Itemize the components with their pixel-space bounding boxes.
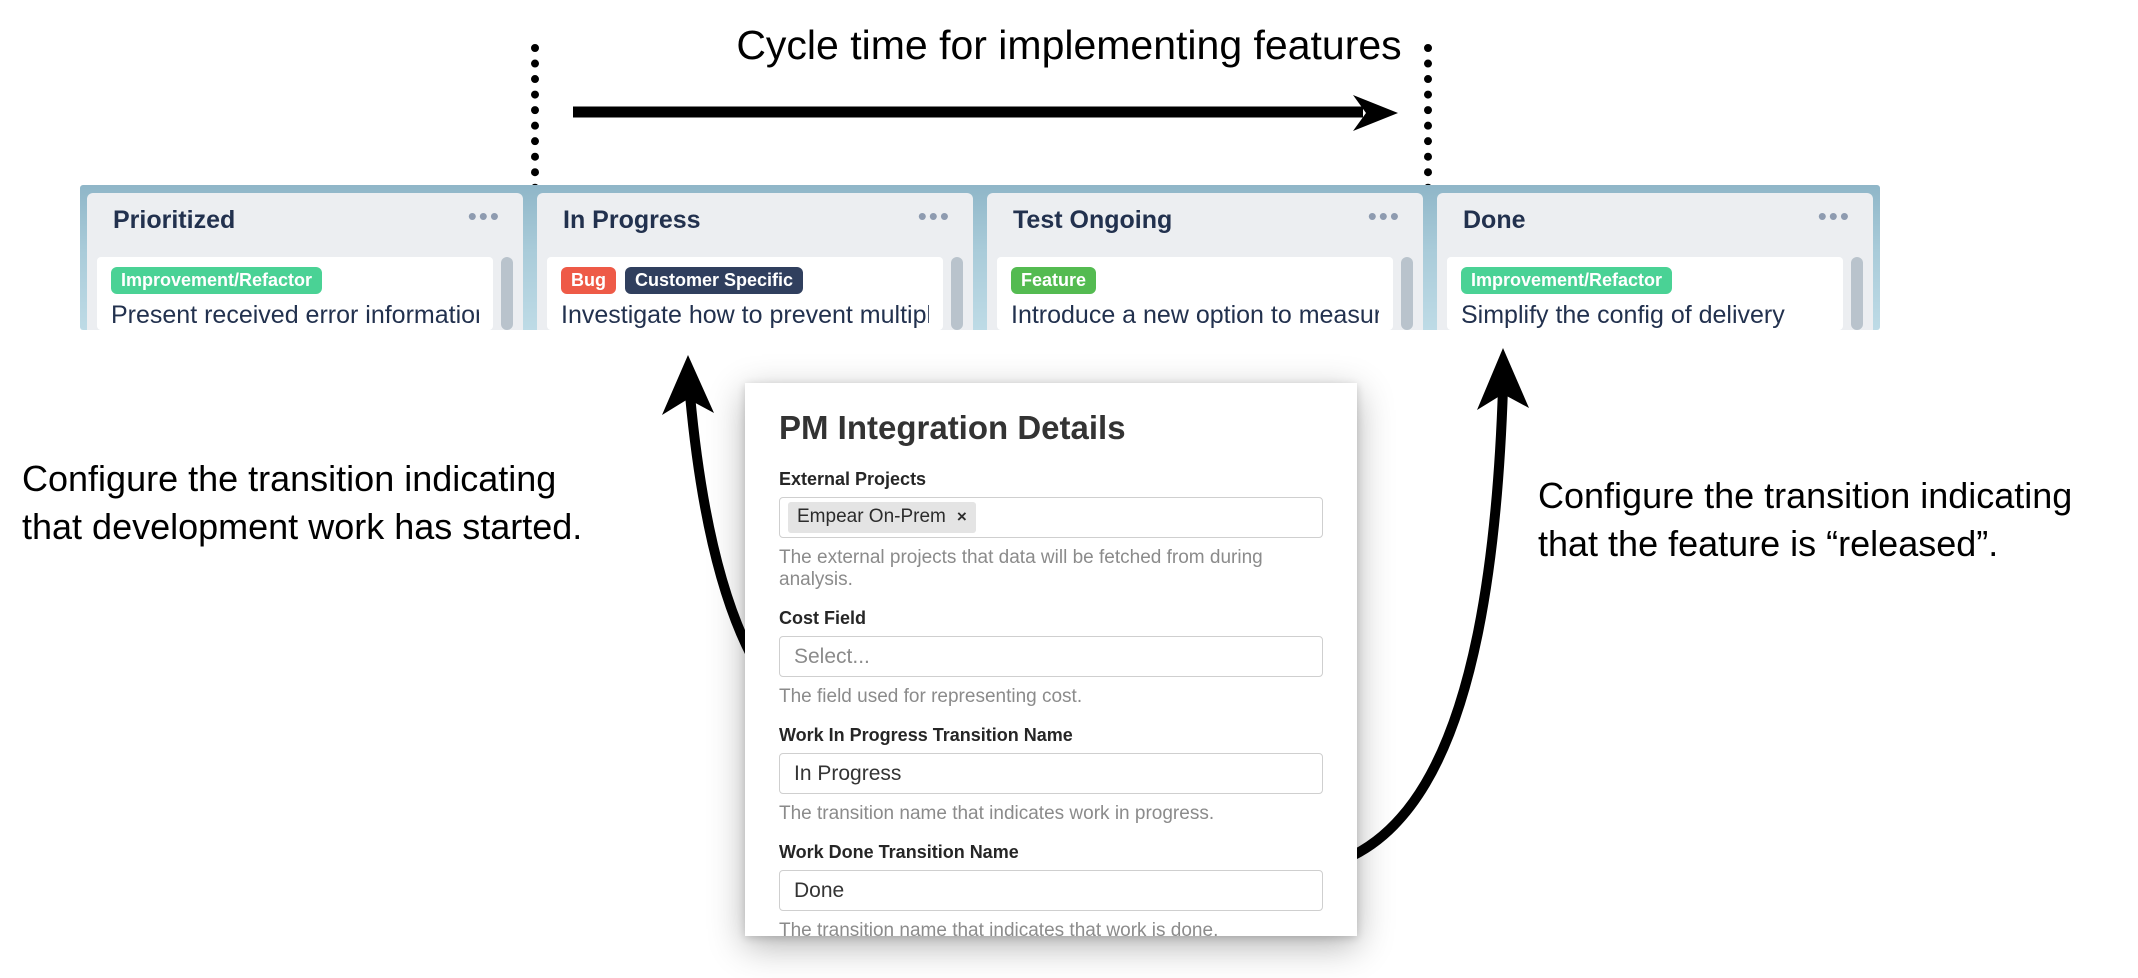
left-annotation-line2: that development work has started.: [22, 505, 583, 547]
card-tag: Improvement/Refactor: [1461, 266, 1673, 294]
column-body: Improvement/Refactor Simplify the config…: [1437, 248, 1873, 330]
column-scrollbar[interactable]: [1851, 256, 1863, 330]
external-projects-input[interactable]: Empear On-Prem ×: [779, 497, 1323, 538]
column-header: Prioritized •••: [87, 193, 523, 249]
cycle-start-marker: [531, 44, 539, 254]
column-body: Bug Customer Specific Investigate how to…: [537, 248, 973, 330]
card-tag-row: Bug Customer Specific: [561, 266, 929, 294]
cycle-time-label: Cycle time for implementing features: [736, 22, 1402, 68]
chip-remove-icon[interactable]: ×: [956, 507, 967, 526]
card-tag: Improvement/Refactor: [111, 266, 323, 294]
card-title: Simplify the config of delivery: [1461, 301, 1785, 329]
column-scrollbar[interactable]: [501, 256, 513, 330]
external-project-chip[interactable]: Empear On-Prem ×: [788, 502, 976, 533]
card-tag: Feature: [1011, 266, 1097, 294]
column-menu-icon[interactable]: •••: [467, 200, 501, 231]
field-label-wip-transition: Work In Progress Transition Name: [779, 725, 1073, 745]
field-label-done-transition: Work Done Transition Name: [779, 842, 1019, 862]
field-help-cost-field: The field used for representing cost.: [779, 686, 1083, 707]
cost-field-select[interactable]: Select...: [779, 636, 1323, 677]
cycle-time-arrow-icon: [573, 95, 1398, 131]
board-card[interactable]: Improvement/Refactor Present received er…: [97, 256, 493, 330]
board-column-in-progress[interactable]: In Progress ••• Bug Customer Specific In…: [537, 193, 973, 330]
cost-field-placeholder: Select...: [794, 644, 870, 668]
card-tag: Customer Specific: [625, 266, 804, 294]
left-annotation-note: Configure the transition indicating that…: [22, 455, 662, 550]
card-title: Introduce a new option to measure: [1011, 301, 1379, 329]
board-column-prioritized[interactable]: Prioritized ••• Improvement/Refactor Pre…: [87, 193, 523, 330]
field-label-cost-field: Cost Field: [779, 608, 867, 628]
column-menu-icon[interactable]: •••: [917, 200, 951, 231]
wip-transition-value: In Progress: [794, 761, 902, 785]
board-column-done[interactable]: Done ••• Improvement/Refactor Simplify t…: [1437, 193, 1873, 330]
board-column-test-ongoing[interactable]: Test Ongoing ••• Feature Introduce a new…: [987, 193, 1423, 330]
card-tag-row: Improvement/Refactor: [111, 266, 479, 294]
column-header: In Progress •••: [537, 193, 973, 249]
board-card[interactable]: Bug Customer Specific Investigate how to…: [547, 256, 943, 330]
card-tag-row: Improvement/Refactor: [1461, 266, 1829, 294]
field-help-external-projects: The external projects that data will be …: [779, 547, 1263, 590]
dialog-title: PM Integration Details: [779, 409, 1126, 446]
wip-transition-input[interactable]: In Progress: [779, 753, 1323, 794]
right-annotation-line1: Configure the transition indicating: [1538, 475, 2073, 516]
column-header: Test Ongoing •••: [987, 193, 1423, 249]
done-transition-value: Done: [794, 878, 845, 902]
column-title: Test Ongoing: [1013, 206, 1173, 235]
column-title: Done: [1463, 206, 1526, 235]
pm-integration-dialog: PM Integration Details External Projects…: [745, 383, 1357, 936]
column-body: Feature Introduce a new option to measur…: [987, 248, 1423, 330]
card-tag-row: Feature: [1011, 266, 1379, 294]
card-tag: Bug: [561, 266, 616, 294]
chip-label: Empear On-Prem: [797, 506, 946, 527]
right-annotation-note: Configure the transition indicating that…: [1538, 472, 2138, 567]
column-header: Done •••: [1437, 193, 1873, 249]
column-body: Improvement/Refactor Present received er…: [87, 248, 523, 330]
column-scrollbar[interactable]: [1401, 256, 1413, 330]
left-annotation-line1: Configure the transition indicating: [22, 458, 557, 499]
column-scrollbar[interactable]: [951, 256, 963, 330]
right-annotation-line2: that the feature is “released”.: [1538, 522, 1999, 564]
cycle-end-marker: [1424, 44, 1432, 254]
board-card[interactable]: Improvement/Refactor Simplify the config…: [1447, 256, 1843, 330]
field-help-done-transition: The transition name that indicates that …: [779, 920, 1219, 936]
done-transition-input[interactable]: Done: [779, 870, 1323, 911]
card-title: Present received error information: [111, 301, 479, 329]
column-title: Prioritized: [113, 206, 236, 235]
column-menu-icon[interactable]: •••: [1367, 200, 1401, 231]
column-menu-icon[interactable]: •••: [1817, 200, 1851, 231]
kanban-board: Prioritized ••• Improvement/Refactor Pre…: [80, 185, 1880, 330]
board-card[interactable]: Feature Introduce a new option to measur…: [997, 256, 1393, 330]
card-title: Investigate how to prevent multiple: [561, 301, 929, 329]
field-help-wip-transition: The transition name that indicates work …: [779, 803, 1215, 824]
column-title: In Progress: [563, 206, 701, 235]
field-label-external-projects: External Projects: [779, 469, 927, 489]
